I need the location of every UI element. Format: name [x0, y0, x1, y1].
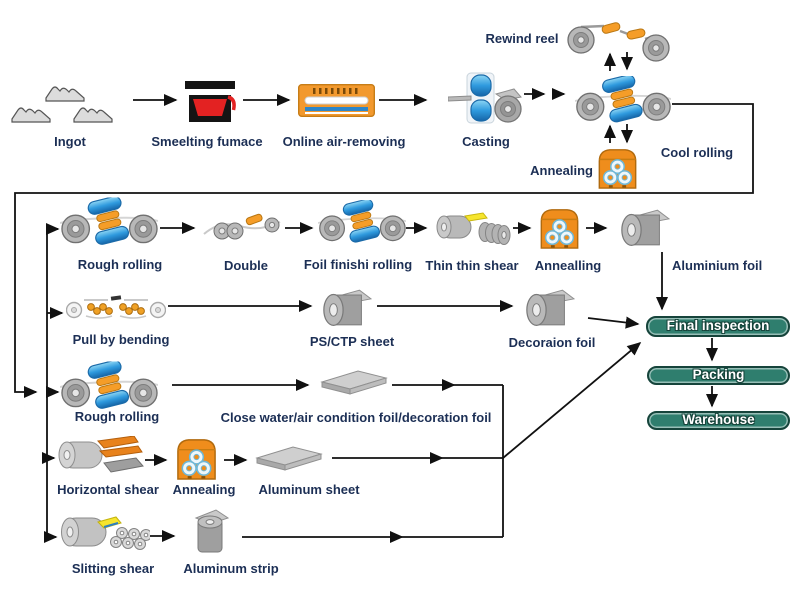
- pull-bending-icon: [66, 295, 166, 319]
- foil-roll-icon: [320, 286, 372, 331]
- aluminum-strip-label: Aluminum strip: [183, 561, 279, 576]
- aluminum-sheet-label: Aluminum sheet: [258, 482, 360, 497]
- annealing-furnace-icon: [174, 436, 219, 481]
- cool-rolling-label: Cool rolling: [660, 145, 734, 160]
- sheet-icon: [253, 444, 325, 474]
- foil-roll-icon: [618, 206, 670, 251]
- sheet-icon: [318, 368, 390, 398]
- close-water-foil-label: Close water/air condition foil/decoratio…: [220, 410, 492, 425]
- casting-label: Casting: [462, 134, 510, 149]
- annealing-3-label: Annealing: [172, 482, 236, 497]
- horizontal-shear-label: Horizontal shear: [57, 482, 159, 497]
- strip-roll-icon: [194, 509, 230, 553]
- rough-rolling-2-label: Rough rolling: [74, 409, 160, 424]
- cool-rolling-mill-icon: [574, 76, 672, 126]
- ps-ctp-sheet-label: PS/CTP sheet: [309, 334, 395, 349]
- foil-roll-icon: [523, 286, 575, 331]
- packing-node: Packing: [647, 366, 790, 385]
- final-inspection-node: Final inspection: [646, 316, 790, 337]
- rewind-reel-icon: [567, 22, 670, 62]
- annealing-furnace-icon: [538, 206, 581, 250]
- smelting-furnace-icon: [185, 81, 236, 122]
- ingot-icon: [11, 86, 113, 123]
- decoration-foil-label: Decoraion foil: [508, 335, 596, 350]
- foil-finish-rolling-mill-icon: [318, 197, 406, 249]
- rough-rolling-mill-icon: [60, 361, 158, 413]
- foil-finish-rolling-label: Foil finishi rolling: [303, 257, 413, 272]
- double-icon: [203, 213, 281, 240]
- air-removing-icon: [298, 84, 375, 117]
- annealling-label: Annealling: [534, 258, 602, 273]
- double-label: Double: [223, 258, 269, 273]
- slitting-shear-icon: [61, 516, 150, 550]
- casting-icon: [448, 72, 522, 124]
- annealing-top-label: Annealing: [530, 163, 593, 178]
- thin-thin-shear-label: Thin thin shear: [425, 258, 519, 273]
- rough-rolling-mill-icon: [60, 197, 158, 249]
- ingot-label: Ingot: [54, 134, 86, 149]
- rough-rolling-1-label: Rough rolling: [77, 257, 163, 272]
- thin-shear-icon: [436, 212, 511, 245]
- annealing-furnace-icon: [596, 146, 639, 190]
- slitting-shear-label: Slitting shear: [71, 561, 155, 576]
- aluminium-foil-label: Aluminium foil: [672, 258, 763, 273]
- horizontal-shear-icon: [58, 436, 144, 473]
- rewind-reel-label: Rewind reel: [485, 31, 559, 46]
- warehouse-node: Warehouse: [647, 411, 790, 430]
- smelting-furnace-label: Smeelting fumace: [151, 134, 263, 149]
- pull-by-bending-label: Pull by bending: [72, 332, 170, 347]
- air-removing-label: Online air-removing: [282, 134, 406, 149]
